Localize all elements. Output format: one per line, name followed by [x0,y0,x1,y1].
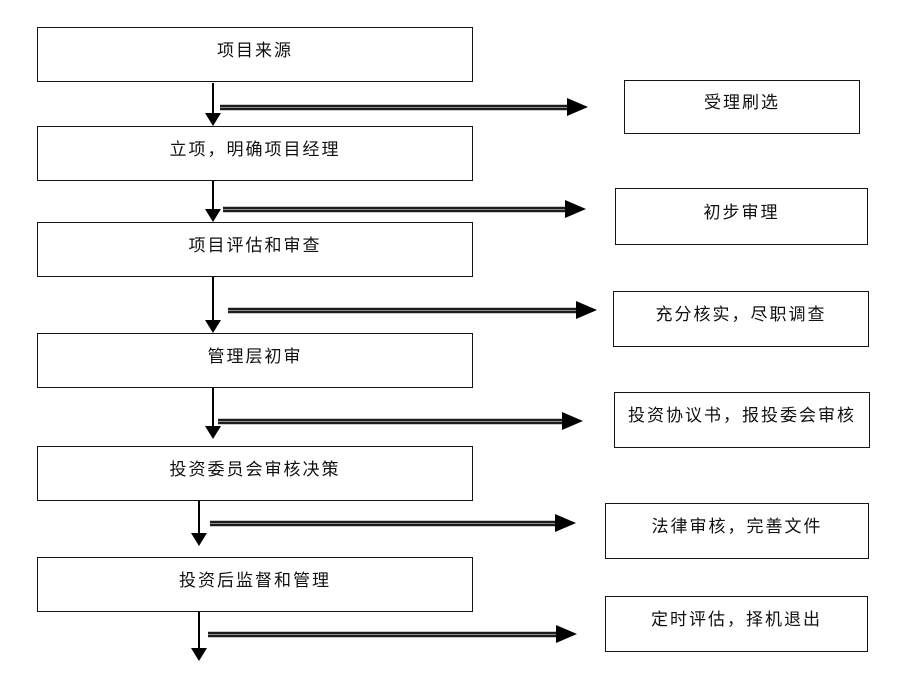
step-box-management-review: 管理层初审 [37,333,473,388]
note-box-due-diligence: 充分核实，尽职调查 [613,291,869,347]
right-arrow-2 [223,200,586,218]
right-arrow-5 [210,514,576,532]
down-arrow-1 [205,83,221,126]
right-arrow-4 [218,412,583,430]
arrow-shaft [210,519,555,527]
note-box-agreement-approval: 投资协议书，报投委会审核 [614,392,870,448]
note-label: 定时评估，择机退出 [651,610,822,630]
arrow-shaft [208,630,556,638]
down-arrowhead-icon [205,320,221,333]
note-box-screening: 受理刷选 [624,80,860,134]
down-arrowhead-icon [191,648,207,661]
arrow-shaft [228,306,576,314]
step-label: 管理层初审 [207,346,303,367]
step-label: 项目来源 [217,40,293,61]
down-arrowhead-icon [191,533,207,546]
step-box-evaluation-review: 项目评估和审查 [37,222,473,277]
step-box-project-initiation: 立项，明确项目经理 [37,126,473,181]
note-label: 投资协议书，报投委会审核 [628,406,856,426]
right-arrowhead-icon [562,412,583,430]
down-arrowhead-icon [205,426,221,439]
note-label: 受理刷选 [704,93,780,113]
step-box-post-investment: 投资后监督和管理 [37,557,473,612]
step-label: 项目评估和审查 [188,235,322,256]
arrow-shaft [218,417,562,425]
note-label: 法律审核，完善文件 [651,517,823,537]
arrow-shaft [223,205,565,213]
down-arrow-5 [191,501,207,546]
down-arrowhead-icon [205,209,221,222]
right-arrowhead-icon [556,625,577,643]
step-label: 投资委员会审核决策 [169,459,341,480]
step-box-committee-decision: 投资委员会审核决策 [37,446,473,501]
right-arrow-6 [208,625,577,643]
note-box-preliminary-review: 初步审理 [615,188,868,245]
right-arrowhead-icon [567,98,588,116]
down-arrowhead-icon [205,113,221,126]
note-label: 初步审理 [703,202,780,223]
note-box-legal-review: 法律审核，完善文件 [605,503,869,559]
arrow-shaft [220,103,567,111]
down-arrow-6 [191,612,207,661]
down-arrow-3 [205,277,221,333]
right-arrowhead-icon [555,514,576,532]
note-box-exit-evaluation: 定时评估，择机退出 [605,596,868,652]
right-arrow-1 [220,98,588,116]
right-arrowhead-icon [576,301,597,319]
down-arrow-2 [205,181,221,222]
note-label: 充分核实，尽职调查 [655,305,827,325]
right-arrowhead-icon [565,200,586,218]
step-box-project-source: 项目来源 [37,27,473,82]
step-label: 立项，明确项目经理 [169,139,341,160]
down-arrow-4 [205,388,221,439]
step-label: 投资后监督和管理 [179,570,331,591]
right-arrow-3 [228,301,597,319]
